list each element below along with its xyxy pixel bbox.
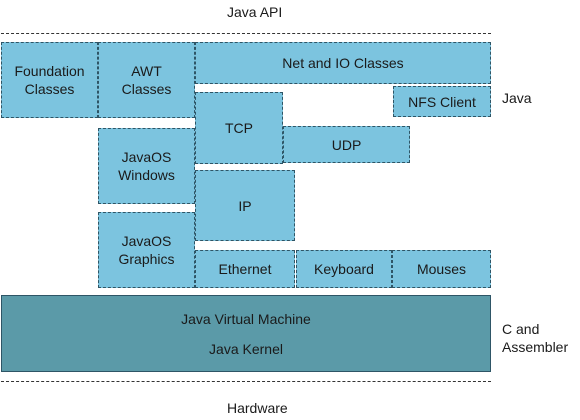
mouses-box: Mouses <box>392 250 491 288</box>
keyboard-box: Keyboard <box>296 250 392 288</box>
keyboard-label: Keyboard <box>314 261 374 277</box>
javaos-graphics-box: JavaOS Graphics <box>98 212 195 288</box>
net-io-classes-label: Net and IO Classes <box>282 55 404 71</box>
ip-box: IP <box>195 170 295 241</box>
java-api-label: Java API <box>227 4 283 20</box>
c-and-assembler-layer-label: C and Assembler <box>502 321 569 355</box>
udp-box: UDP <box>283 126 410 163</box>
ethernet-box: Ethernet <box>195 250 295 288</box>
tcp-box: TCP <box>195 92 283 164</box>
mouses-label: Mouses <box>416 261 467 277</box>
ip-label: IP <box>238 197 252 214</box>
nfs-client-box: NFS Client <box>393 86 491 117</box>
javaos-windows-box: JavaOS Windows <box>98 128 195 204</box>
bottom-dashed-divider <box>1 381 491 382</box>
foundation-classes-label: Foundation Classes <box>14 63 85 97</box>
javaos-graphics-label: JavaOS Graphics <box>118 233 175 267</box>
tcp-label: TCP <box>225 120 253 136</box>
nfs-client-label: NFS Client <box>408 93 476 110</box>
foundation-classes-box: Foundation Classes <box>1 42 98 118</box>
net-io-classes-box: Net and IO Classes <box>195 42 491 84</box>
java-kernel-label: Java Kernel <box>209 340 283 357</box>
javaos-windows-label: JavaOS Windows <box>118 149 175 183</box>
hardware-label: Hardware <box>227 400 288 416</box>
awt-classes-box: AWT Classes <box>98 42 195 118</box>
java-virtual-machine-box: Java Virtual Machine Java Kernel <box>1 295 491 372</box>
ethernet-label: Ethernet <box>218 261 272 277</box>
udp-label: UDP <box>331 136 362 153</box>
top-dashed-divider <box>1 33 491 34</box>
awt-classes-label: AWT Classes <box>121 63 172 97</box>
java-virtual-machine-label: Java Virtual Machine <box>181 310 311 327</box>
java-layer-label: Java <box>502 90 532 106</box>
